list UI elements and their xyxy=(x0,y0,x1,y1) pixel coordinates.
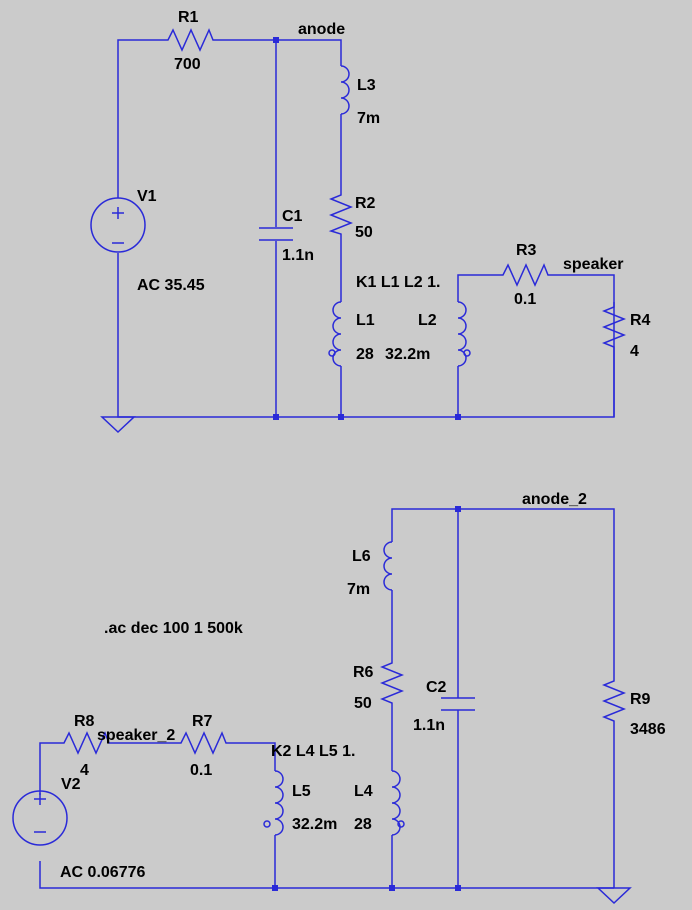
wires-circuit-2 xyxy=(39,508,615,889)
r3-value: 0.1 xyxy=(514,291,536,308)
c2-value: 1.1n xyxy=(413,717,445,734)
ground-symbol-1 xyxy=(100,416,136,434)
junctions-circuit-1 xyxy=(273,37,461,420)
c1-value: 1.1n xyxy=(282,247,314,264)
l6-inductor[interactable] xyxy=(383,541,393,591)
r1-resistor[interactable] xyxy=(163,28,217,52)
l6-value: 7m xyxy=(347,581,370,598)
v1-name: V1 xyxy=(137,188,157,205)
r4-resistor[interactable] xyxy=(601,302,627,358)
l4-inductor[interactable] xyxy=(391,770,405,836)
r2-resistor[interactable] xyxy=(328,190,354,238)
r4-value: 4 xyxy=(630,343,639,360)
l5-value: 32.2m xyxy=(292,816,337,833)
r8-value: 4 xyxy=(80,762,89,779)
r7-value: 0.1 xyxy=(190,762,212,779)
r7-resistor[interactable] xyxy=(176,731,230,755)
r3-name: R3 xyxy=(516,242,537,259)
r9-value: 3486 xyxy=(630,721,666,738)
l3-value: 7m xyxy=(357,110,380,127)
r8-resistor[interactable] xyxy=(59,731,113,755)
v2-value: AC 0.06776 xyxy=(60,864,145,881)
l3-inductor[interactable] xyxy=(340,65,350,115)
ground-symbol-2 xyxy=(596,887,632,905)
c2-capacitor[interactable] xyxy=(441,697,475,711)
r2-value: 50 xyxy=(355,224,373,241)
junctions-circuit-2 xyxy=(272,506,461,891)
l5-name: L5 xyxy=(292,783,311,800)
l4-name: L4 xyxy=(354,783,373,800)
l5-inductor[interactable] xyxy=(263,770,284,836)
l1-inductor[interactable] xyxy=(328,301,342,367)
v1-voltage-source[interactable] xyxy=(90,197,146,253)
k1-coupling-label: K1 L1 L2 1. xyxy=(356,274,440,291)
v1-value: AC 35.45 xyxy=(137,277,205,294)
l2-name: L2 xyxy=(418,312,437,329)
r6-resistor[interactable] xyxy=(379,658,405,706)
l4-value: 28 xyxy=(354,816,372,833)
ac-analysis-directive: .ac dec 100 1 500k xyxy=(104,620,243,637)
net-label-speaker: speaker xyxy=(563,256,624,273)
r2-name: R2 xyxy=(355,195,376,212)
c2-name: C2 xyxy=(426,679,447,696)
l2-inductor[interactable] xyxy=(457,301,471,367)
net-label-speaker-2: speaker_2 xyxy=(97,727,175,744)
v2-voltage-source[interactable] xyxy=(12,790,68,846)
l2-value: 32.2m xyxy=(385,346,430,363)
r4-name: R4 xyxy=(630,312,651,329)
r6-name: R6 xyxy=(353,664,374,681)
c1-name: C1 xyxy=(282,208,303,225)
r8-name: R8 xyxy=(74,713,95,730)
wires-circuit-1 xyxy=(117,39,615,418)
r7-name: R7 xyxy=(192,713,213,730)
r9-name: R9 xyxy=(630,691,651,708)
r1-name: R1 xyxy=(178,9,199,26)
v2-name: V2 xyxy=(61,776,81,793)
net-label-anode-2: anode_2 xyxy=(522,491,587,508)
r3-resistor[interactable] xyxy=(498,263,552,287)
l1-value: 28 xyxy=(356,346,374,363)
r6-value: 50 xyxy=(354,695,372,712)
k2-coupling-label: K2 L4 L5 1. xyxy=(271,743,355,760)
c1-capacitor[interactable] xyxy=(259,227,293,241)
net-label-anode: anode xyxy=(298,21,345,38)
r9-resistor[interactable] xyxy=(601,676,627,732)
l3-name: L3 xyxy=(357,77,376,94)
l1-name: L1 xyxy=(356,312,375,329)
l6-name: L6 xyxy=(352,548,371,565)
r1-value: 700 xyxy=(174,56,201,73)
